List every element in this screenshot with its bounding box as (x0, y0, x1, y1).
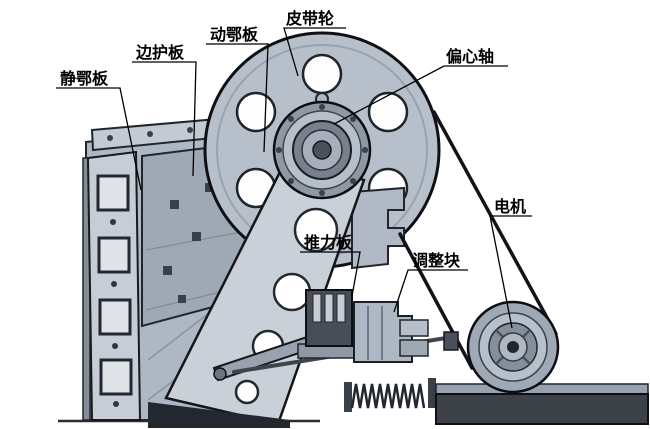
label-belt-wheel: 皮带轮 (285, 9, 334, 28)
hub-bolt (276, 147, 282, 153)
leader-belt-wheel (283, 27, 346, 77)
motor-slab (435, 393, 649, 425)
liner-bolt (110, 219, 116, 225)
swing-jaw-hole (293, 207, 339, 253)
motor-base (435, 383, 649, 425)
leader-static-jaw (56, 87, 142, 191)
toggle-slot (312, 293, 322, 323)
flywheel-hole (367, 91, 409, 133)
drive-belt (398, 110, 558, 370)
thrust-mechanism (212, 289, 459, 412)
guard-bolt-block (163, 266, 172, 275)
motor-rail (435, 383, 649, 395)
liner-bolt (111, 281, 117, 287)
guard-bolt-block (192, 232, 201, 241)
label-eccentric-shaft: 偏心轴 (446, 47, 494, 66)
swing-jaw-hole (272, 272, 312, 312)
leader-lines (56, 27, 532, 329)
hub-bolt (319, 104, 325, 110)
eccentric-shaft (272, 92, 372, 200)
motor (466, 300, 560, 394)
liner-bolt (113, 401, 119, 407)
leader-moving-jaw (206, 43, 269, 153)
jaw-liner-segment (97, 236, 131, 274)
label-side-guard-plate: 边护板 (135, 43, 185, 62)
liner-bolt (112, 343, 118, 349)
label-moving-jaw-plate: 动鄂板 (210, 25, 259, 44)
beam-bolt (107, 135, 113, 141)
guard-bolt-block (178, 295, 186, 303)
belt-upper-run (432, 110, 558, 336)
spring-end-plate (428, 378, 436, 408)
ground-shadow (148, 402, 290, 428)
hub-bolt (350, 178, 356, 184)
hub-bolt (362, 147, 368, 153)
label-static-jaw-plate: 静鄂板 (60, 69, 109, 88)
hub-bolt (319, 190, 325, 196)
moving-jaw-plate (164, 154, 366, 426)
leader-adjusting-block (393, 269, 468, 313)
toggle-slot (324, 293, 334, 323)
adjusting-shim (399, 339, 429, 357)
label-adjusting-block: 调整块 (412, 251, 461, 270)
flywheel-hole (235, 91, 277, 133)
guard-bolt-block (205, 183, 214, 192)
jaw-liner-segment (99, 358, 133, 396)
leader-thrust-plate (300, 251, 361, 297)
thrust-pivot (213, 367, 227, 381)
motor-shaft (507, 341, 519, 353)
adjusting-shim (399, 319, 429, 337)
frame-side-bracket (351, 186, 405, 270)
shaft-center (312, 140, 332, 160)
spring-end-plate (344, 382, 352, 412)
hub-bolt (288, 116, 294, 122)
label-thrust-plate: 推力板 (304, 233, 353, 252)
flywheel-hole (301, 53, 343, 95)
label-motor: 电机 (494, 197, 526, 216)
leader-motor (489, 215, 532, 329)
belt-lower-run (398, 232, 474, 370)
guard-bolt-block (170, 200, 179, 209)
jaw-liner-segment (96, 174, 130, 212)
leader-eccentric-shaft (333, 65, 508, 125)
hub-bolt (350, 116, 356, 122)
jaw-liner-segment (98, 298, 132, 336)
beam-bolt (147, 131, 153, 137)
labels: 静鄂板 边护板 动鄂板 皮带轮 偏心轴 电机 推力板 调整块 (60, 9, 526, 270)
tension-spring (350, 383, 426, 409)
swing-jaw-hole (234, 379, 260, 405)
static-jaw-plate (82, 150, 142, 421)
toggle-slot (336, 293, 346, 323)
hub-bolt (288, 178, 294, 184)
leader-side-guard (132, 61, 197, 177)
rod-anchor (443, 331, 459, 351)
beam-bolt (187, 127, 193, 133)
